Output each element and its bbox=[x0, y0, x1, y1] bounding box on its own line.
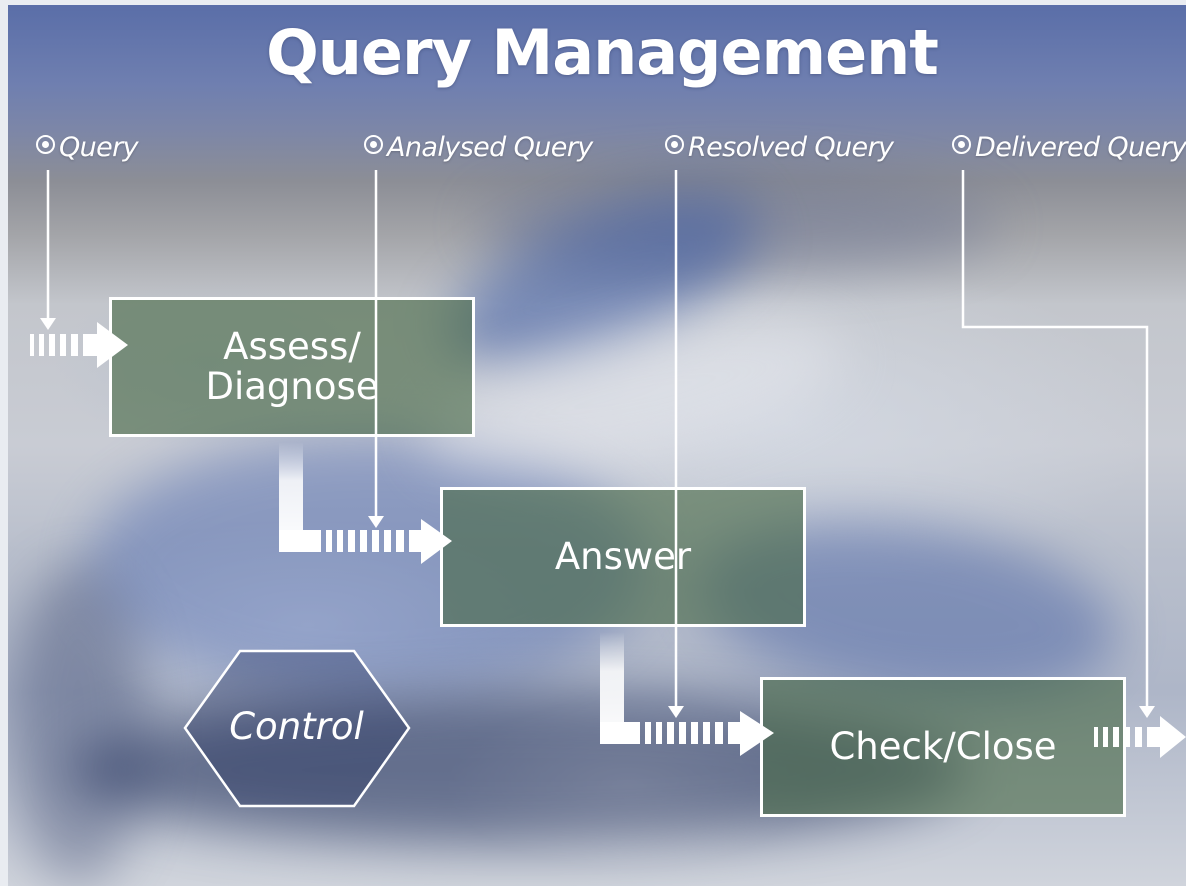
radio-dot-icon bbox=[665, 135, 684, 154]
flow-arrow-to-check-close bbox=[600, 711, 774, 756]
process-label: Check/Close bbox=[829, 725, 1057, 768]
control-hexagon bbox=[183, 649, 411, 808]
flow-arrow-to-answer bbox=[279, 519, 452, 564]
radio-dot-icon bbox=[952, 135, 971, 154]
state-label-query: Query bbox=[36, 132, 139, 163]
process-assess-diagnose: Assess/ Diagnose bbox=[109, 297, 475, 437]
flow-arrow-output bbox=[1094, 716, 1186, 758]
radio-dot-icon bbox=[364, 135, 383, 154]
state-label-delivered-query: Delivered Query bbox=[952, 132, 1186, 163]
flow-arrow-input bbox=[30, 322, 128, 368]
state-label-analysed-query: Analysed Query bbox=[364, 132, 593, 163]
diagram-title: Query Management bbox=[266, 16, 939, 89]
process-label: Assess/ Diagnose bbox=[205, 325, 379, 408]
process-check-close: Check/Close bbox=[760, 677, 1126, 817]
process-answer: Answer bbox=[440, 487, 806, 627]
state-label-resolved-query: Resolved Query bbox=[665, 132, 894, 163]
control-label: Control bbox=[229, 705, 364, 748]
process-label: Answer bbox=[554, 535, 692, 578]
line-arrowheads bbox=[40, 318, 1155, 718]
radio-dot-icon bbox=[36, 135, 55, 154]
background-shade bbox=[8, 565, 148, 885]
delivered-query-line bbox=[961, 170, 1149, 706]
state-lines bbox=[46, 170, 1149, 706]
